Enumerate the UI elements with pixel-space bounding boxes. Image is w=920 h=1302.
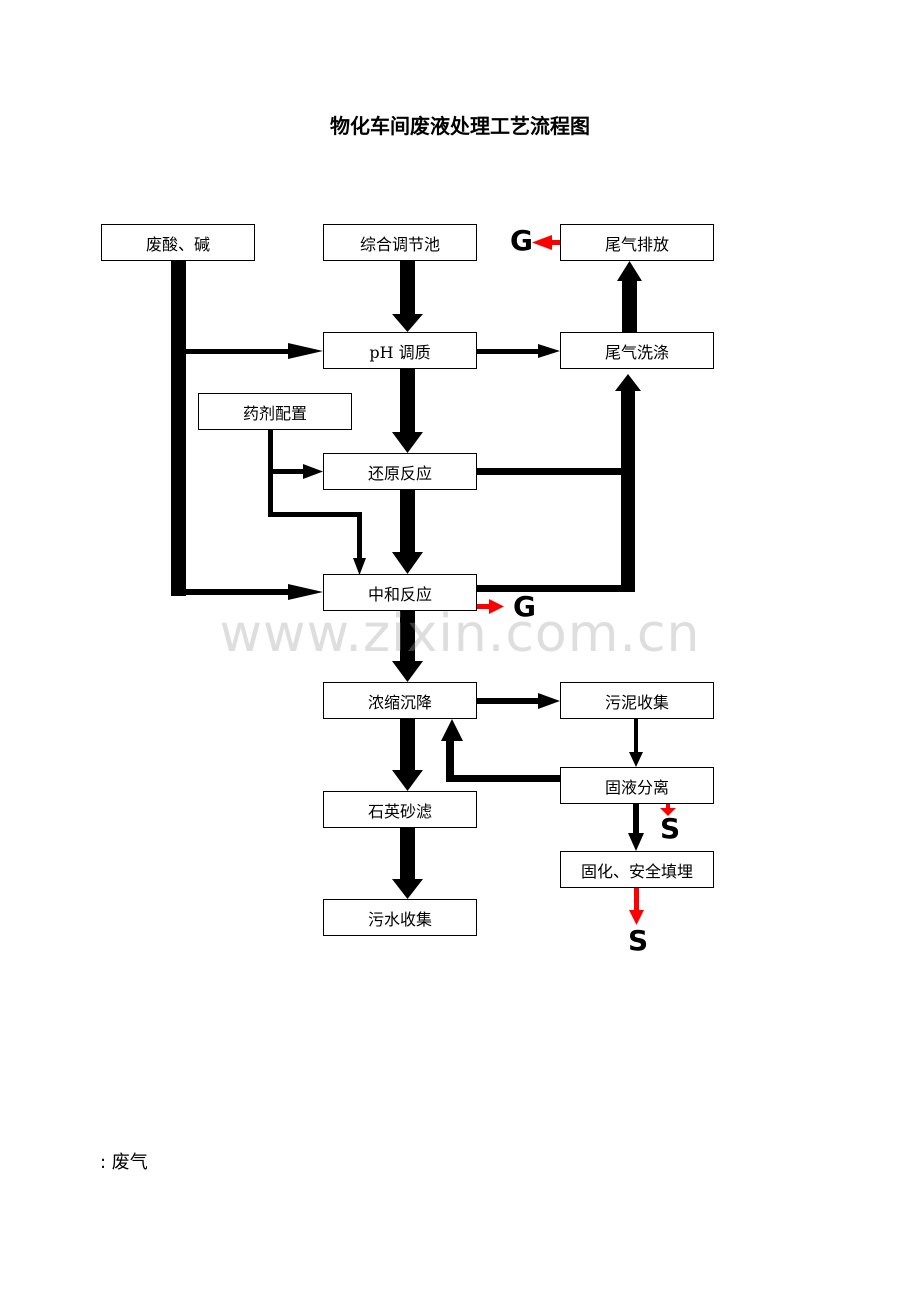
flow-reduction-to-scrub — [477, 468, 623, 475]
gas-marker-neutral: G — [513, 590, 536, 623]
node-ph-adjust: pH 调质 — [323, 332, 477, 369]
flow-reduction-to-neutral — [400, 490, 415, 554]
node-equalization-tank: 综合调节池 — [323, 224, 477, 261]
legend-waste-gas: : 废气 — [100, 1152, 148, 1173]
emission-neutral-head — [489, 599, 504, 614]
emission-exhaust-head — [532, 235, 552, 250]
flow-line-to-ph — [186, 349, 290, 354]
node-thickening: 浓缩沉降 — [323, 682, 477, 719]
emission-landfill-head — [629, 910, 644, 925]
node-tail-gas-exhaust: 尾气排放 — [560, 224, 714, 261]
emission-sep-head — [660, 808, 676, 816]
flow-neutral-to-scrub — [477, 585, 635, 592]
flow-ph-to-reduction — [400, 369, 415, 434]
arrowhead-to-neutral — [288, 584, 323, 600]
node-reduction: 还原反应 — [323, 453, 477, 490]
flow-reagent-to-reduction — [273, 469, 305, 474]
flow-line-to-neutral — [171, 589, 290, 595]
flow-sep-return-h — [446, 775, 560, 782]
node-reagent-prep: 药剂配置 — [198, 393, 352, 430]
flow-rise-to-scrub — [621, 389, 635, 592]
watermark: www.zixin.com.cn — [219, 604, 701, 664]
node-solid-liquid-sep: 固液分离 — [560, 767, 714, 804]
flow-thickening-to-sludge — [477, 698, 540, 704]
flow-scrub-to-exhaust — [622, 279, 637, 332]
flow-thickening-to-filter — [400, 719, 415, 772]
flow-line-acid-base — [171, 261, 186, 596]
node-solidify-landfill: 固化、安全填埋 — [560, 851, 714, 888]
solid-marker-sep: S — [660, 812, 681, 845]
page-title: 物化车间废液处理工艺流程图 — [330, 114, 590, 138]
node-acid-base: 废酸、碱 — [101, 224, 255, 261]
flow-sep-return-v — [446, 738, 454, 782]
flow-sep-to-solidify — [633, 804, 639, 835]
node-quartz-filter: 石英砂滤 — [323, 791, 477, 828]
emission-sep-line — [666, 804, 670, 810]
flow-ph-to-scrub — [477, 349, 540, 354]
emission-exhaust-line — [550, 240, 560, 245]
flow-reagent-right — [268, 512, 361, 517]
node-wastewater-collect: 污水收集 — [323, 899, 477, 936]
node-neutralization: 中和反应 — [323, 574, 477, 611]
node-tail-gas-scrub: 尾气洗涤 — [560, 332, 714, 369]
flow-eq-to-ph — [400, 261, 415, 315]
flow-reagent-down — [268, 430, 273, 517]
flow-neutral-to-thickening — [400, 611, 415, 663]
arrowhead-to-ph — [288, 343, 323, 359]
flow-filter-to-collect — [400, 828, 415, 881]
flow-sludge-to-sep — [634, 719, 638, 753]
gas-marker-exhaust: G — [510, 224, 533, 257]
node-sludge-collect: 污泥收集 — [560, 682, 714, 719]
emission-neutral-line — [477, 604, 491, 609]
solid-marker-landfill: S — [628, 924, 649, 957]
flow-reagent-down2 — [357, 512, 362, 560]
emission-landfill-line — [634, 888, 639, 912]
